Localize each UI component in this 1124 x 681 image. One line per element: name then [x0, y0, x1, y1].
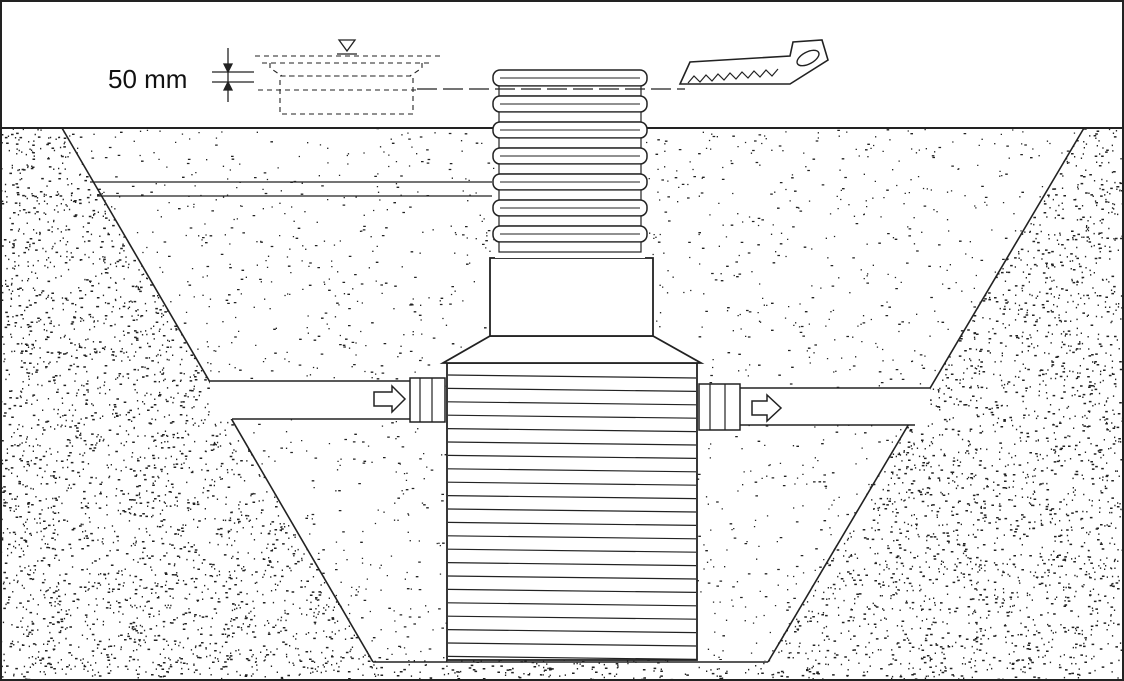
dimension-marker	[212, 48, 254, 102]
chamber-neck	[489, 257, 654, 337]
inlet-pipe	[210, 377, 446, 423]
saw-icon	[678, 39, 829, 85]
water-level-triangle-icon	[337, 39, 357, 53]
chamber-ribs	[447, 374, 697, 660]
chamber-body	[446, 362, 698, 661]
corrugated-riser	[492, 69, 648, 258]
outlet-pipe	[698, 383, 930, 431]
inlet-flow-arrow-icon	[373, 384, 407, 414]
dimension-label: 50 mm	[108, 64, 187, 94]
cover-outline	[255, 55, 440, 115]
riser-corrugations	[492, 69, 648, 253]
outlet-flow-arrow-icon	[751, 393, 783, 423]
